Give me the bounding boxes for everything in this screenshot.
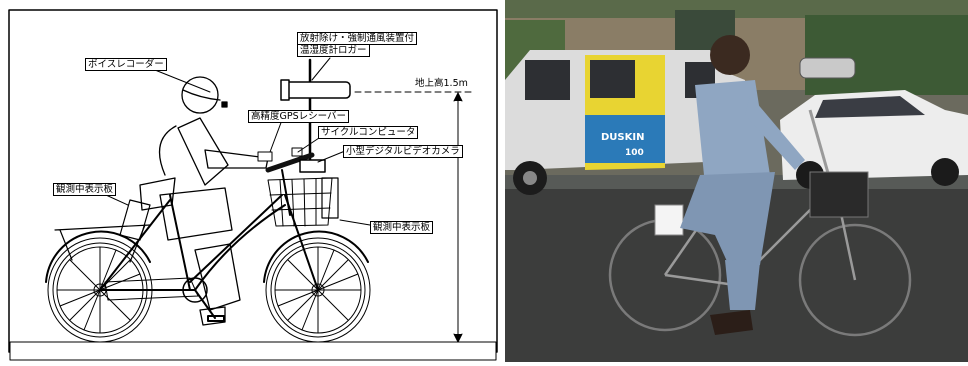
van-sign-1: DUSKIN: [601, 132, 644, 143]
label-gps-receiver: 高精度GPSレシーバー: [248, 110, 350, 123]
sign-front-board: [321, 177, 339, 219]
rider-head: [181, 76, 219, 114]
rear-wheel: [47, 237, 153, 343]
diagram-footer-box: [9, 341, 497, 361]
gps-receiver-body: [257, 151, 273, 162]
label-height: 地上高1.5m: [414, 78, 469, 89]
handlebar: [265, 152, 315, 173]
bicycle-schematic: [8, 9, 498, 361]
label-radiation-shield-2: 温湿度計ロガー: [297, 44, 370, 57]
photo-rider: [680, 35, 805, 335]
rider-torso: [177, 117, 229, 186]
leader-logger: [311, 57, 331, 81]
video-camera-body: [299, 159, 326, 173]
rider-figure: [139, 76, 269, 326]
rider-leg: [194, 243, 241, 311]
field-photo: DUSKIN 100: [505, 0, 968, 362]
photo-panel: DUSKIN 100: [505, 0, 968, 362]
sign-rear-board: [119, 199, 151, 241]
voice-recorder-headset: [182, 89, 221, 101]
leader-sign-right: [339, 219, 371, 226]
rider-arm: [204, 149, 269, 169]
photo-sign-board: [654, 204, 684, 236]
diagram-panel: ボイスレコーダー 放射除け・強制通風装置付 温湿度計ロガー 地上高1.5m 高精…: [8, 9, 498, 361]
photo-basket: [809, 171, 869, 218]
label-sign-right: 観測中表示板: [370, 221, 434, 234]
front-basket: [267, 177, 333, 227]
leader-gps: [269, 119, 283, 153]
leader-camera: [317, 150, 346, 163]
diagram-border: [8, 9, 498, 353]
trees: [805, 15, 968, 95]
label-video-camera: 小型デジタルビデオカメラ: [343, 145, 463, 158]
van: DUSKIN 100: [505, 50, 753, 195]
rider-thigh: [159, 187, 233, 241]
van-sign-2: 100: [625, 148, 644, 158]
front-wheel: [265, 237, 371, 343]
bicycle-frame: [99, 169, 319, 322]
cycle-computer-body: [291, 147, 303, 157]
label-cycle-computer: サイクルコンピュータ: [318, 126, 419, 139]
leader-voice-recorder: [154, 69, 211, 93]
label-sign-left: 観測中表示板: [53, 183, 117, 196]
photo-logger: [799, 57, 856, 79]
logger-housing: [284, 81, 351, 99]
label-voice-recorder: ボイスレコーダー: [85, 58, 167, 71]
